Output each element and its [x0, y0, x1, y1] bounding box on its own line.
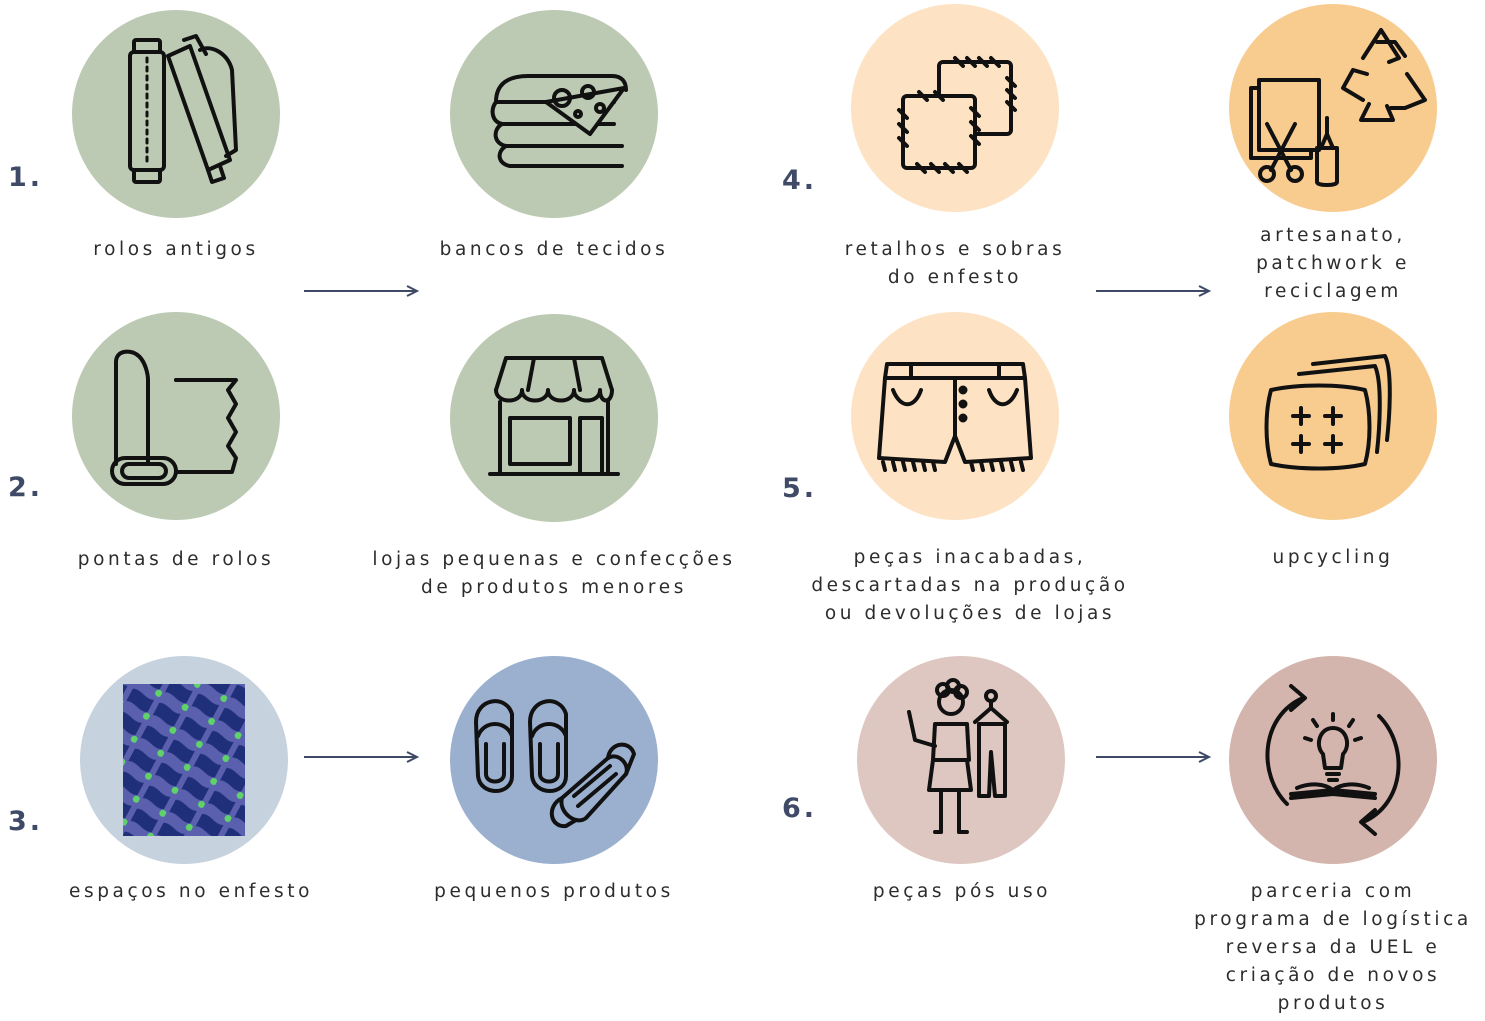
step-number-6: 6. — [782, 793, 818, 824]
slippers-and-mask-icon — [450, 656, 658, 864]
flow-arrow-6 — [1095, 750, 1213, 764]
label-parceria: parceria com programa de logística rever… — [1194, 881, 1472, 1014]
folded-fabrics-icon — [450, 10, 658, 218]
label-retalhos-e-sobras: retalhos e sobras do enfesto — [844, 239, 1066, 288]
label-artesanato: artesanato, patchwork e reciclagem — [1256, 225, 1410, 302]
label-lojas-pequenas: lojas pequenas e confecções de produtos … — [372, 549, 736, 598]
pillows-icon — [1229, 312, 1437, 520]
label-espacos-no-enfesto: espaços no enfesto — [68, 881, 314, 902]
step-number-2: 2. — [8, 472, 44, 503]
fabric-scraps-icon — [851, 4, 1059, 212]
small-shop-icon — [450, 314, 658, 522]
step-number-3: 3. — [8, 806, 44, 837]
cutting-layout-pattern-icon — [123, 684, 245, 836]
flow-arrow-4-5 — [1095, 284, 1213, 298]
idea-cycle-icon — [1229, 656, 1437, 864]
roll-end-icon — [72, 312, 280, 520]
step-number-1: 1. — [8, 162, 44, 193]
fabric-rolls-icon — [72, 10, 280, 218]
label-pontas-de-rolos: pontas de rolos — [77, 549, 275, 570]
cutting-layout-circle — [80, 656, 288, 864]
label-rolos-antigos: rolos antigos — [93, 239, 259, 260]
crafts-recycle-icon — [1229, 4, 1437, 212]
step-number-5: 5. — [782, 473, 818, 504]
flow-arrow-1-2 — [303, 284, 421, 298]
label-bancos-de-tecidos: bancos de tecidos — [439, 239, 669, 260]
label-pecas-pos-uso: peças pós uso — [872, 881, 1052, 902]
shorts-icon — [851, 312, 1059, 520]
flow-arrow-3 — [303, 750, 421, 764]
people-clothes-icon — [857, 656, 1065, 864]
label-pequenos-produtos: pequenos produtos — [434, 881, 674, 902]
label-upcycling: upcycling — [1272, 547, 1394, 568]
step-number-4: 4. — [782, 165, 818, 196]
label-pecas-inacabadas: peças inacabadas, descartadas na produçã… — [811, 547, 1129, 624]
